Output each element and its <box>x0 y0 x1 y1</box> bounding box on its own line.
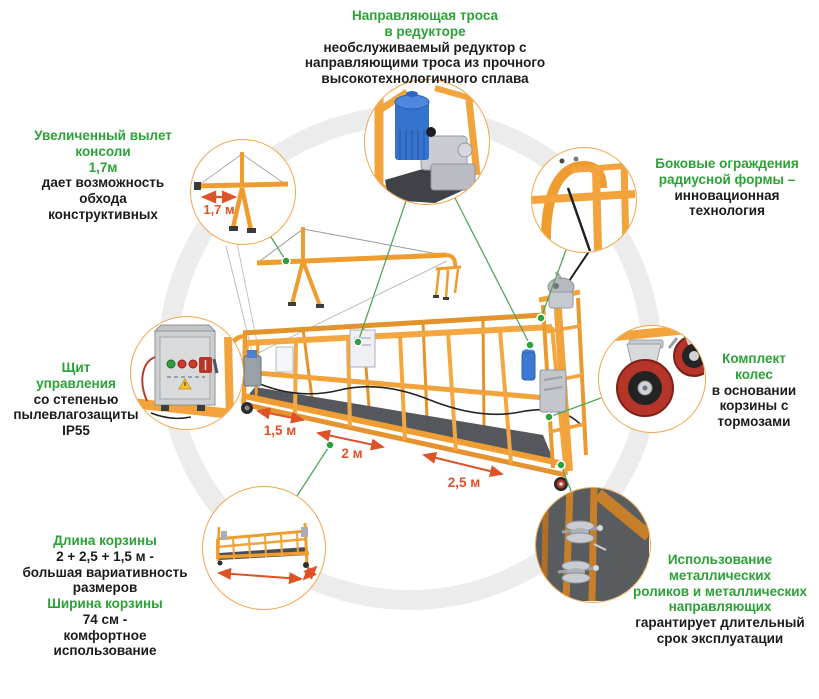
brake-lever <box>667 337 679 349</box>
annotation-title: Длина корзины <box>53 533 157 548</box>
dimension-label-1-7m: 1,7 м <box>203 202 234 217</box>
dimension-arrows <box>256 407 504 477</box>
metal-roller <box>557 560 599 584</box>
left-hoist-motor <box>243 355 262 387</box>
annotation-title: Увеличенный вылет консоли 1,7м <box>34 128 172 175</box>
safety-cable <box>566 187 592 251</box>
annotation-title: Щит управления <box>36 360 116 391</box>
width-arrow <box>302 565 318 581</box>
annotation-body: инновационная технология <box>674 187 780 219</box>
callout-side-rail-photo <box>531 147 637 253</box>
left-electric-box <box>275 346 294 373</box>
annotation-title: Направляющая троса в редукторе <box>351 8 499 39</box>
connector-lines <box>270 197 602 497</box>
annotation-body: необслуживаемый редуктор с направляющими… <box>304 39 546 87</box>
annotation-wheels: Комплект колес в основании корзины с тор… <box>692 351 816 430</box>
annotation-rollers: Использование металлических роликов и ме… <box>626 552 814 647</box>
dimension-label-2m: 2 м <box>341 446 362 461</box>
annotation-basket: Длина корзины 2 + 2,5 + 1,5 м - большая … <box>2 533 208 659</box>
drive-motor <box>521 351 536 381</box>
callout-wheels-photo <box>598 325 706 433</box>
power-cable <box>259 383 581 425</box>
deck <box>245 387 553 459</box>
mid-electric-box <box>349 329 376 368</box>
dimension-label-2-5m: 2,5 м <box>448 475 481 490</box>
green-button <box>166 359 176 369</box>
annotation-body: 2 + 2,5 + 1,5 м - большая вариативность … <box>22 548 188 596</box>
control-panel-graphic <box>131 324 242 421</box>
callout-control-panel-photo <box>130 316 244 430</box>
console-reach-graphic: 1,7 м <box>194 152 289 233</box>
dimension-label-1-5m: 1,5 м <box>264 423 297 438</box>
main-lever <box>212 358 219 374</box>
red-button <box>188 359 198 369</box>
caster-wheels-graphic <box>599 326 704 417</box>
metal-roller <box>561 520 603 544</box>
power-wire <box>141 356 156 402</box>
callout-gearbox-photo <box>364 79 490 205</box>
callout-console-diagram: 1,7 м <box>190 139 296 245</box>
annotation-title: Боковые ограждения радиусной формы – <box>655 156 799 187</box>
gearbox-motor-graphic <box>372 85 481 203</box>
annotation-body: гарантирует длительный срок эксплуатации <box>635 615 805 646</box>
annotation-title: Комплект колес <box>722 351 786 382</box>
basket-size-graphic <box>215 522 318 585</box>
console-assembly <box>256 227 462 308</box>
platform-frame <box>228 312 581 478</box>
annotation-top: Направляющая троса в редукторе необслужи… <box>250 8 600 87</box>
annotation-panel: Щит управления со степенью пылевлагозащи… <box>0 360 152 439</box>
annotation-body: со степенью пылевлагозащиты IP55 <box>13 391 139 439</box>
annotation-title: Использование металлических роликов и ме… <box>632 552 808 615</box>
radius-rail-graphic <box>532 156 635 251</box>
length-arrow <box>217 567 303 585</box>
annotation-body: в основании корзины с тормозами <box>711 382 797 430</box>
annotation-rails: Боковые ограждения радиусной формы – инн… <box>638 156 816 219</box>
callout-basket-diagram <box>202 486 326 610</box>
annotation-title: Ширина корзины <box>47 596 163 612</box>
red-button <box>177 359 187 369</box>
right-hoist-frame <box>521 271 588 491</box>
annotation-body: дает возможность обхода конструктивных <box>41 175 165 222</box>
annotation-body: 74 см - комфортное использование <box>53 611 157 659</box>
annotation-console: Увеличенный вылет консоли 1,7м дает возм… <box>3 128 203 223</box>
